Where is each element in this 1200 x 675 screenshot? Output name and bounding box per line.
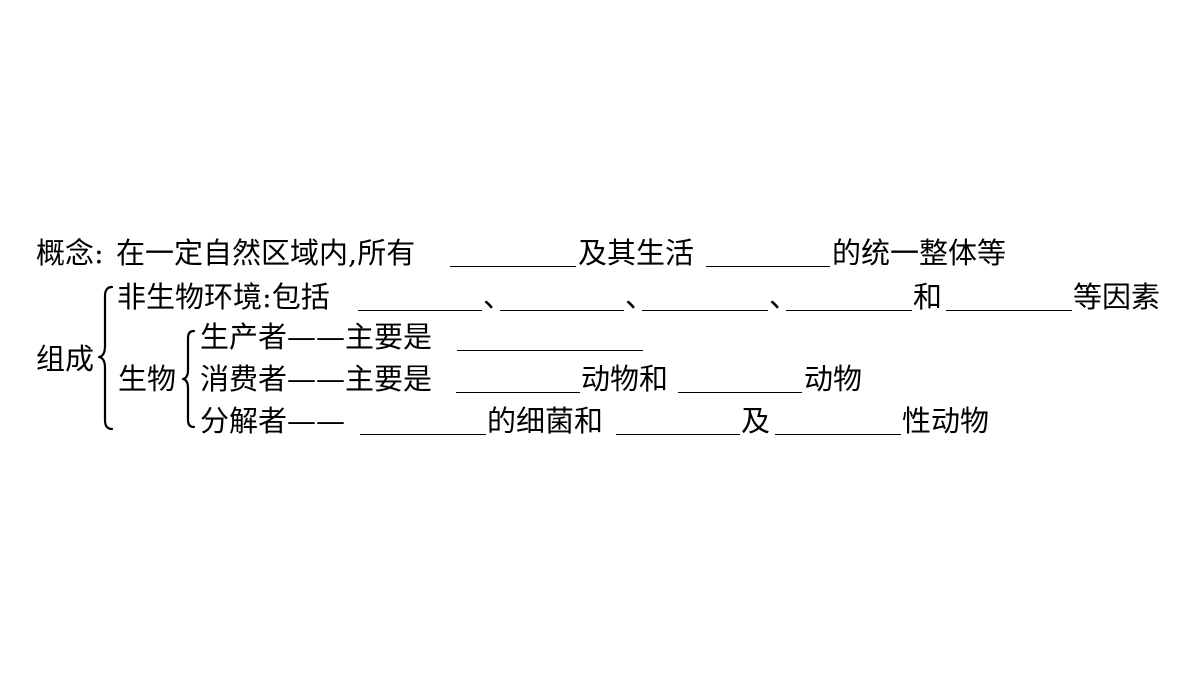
decomposer-label: 分解者——	[200, 404, 346, 438]
decomposer-mid-1: 的细菌和	[487, 404, 604, 438]
concept-text-3: 的统一整体等	[832, 236, 1007, 270]
concept-label: 概念:	[36, 236, 104, 270]
composition-brace	[97, 285, 114, 431]
concept-blank-1[interactable]	[450, 266, 576, 267]
abiotic-tail: 等因素	[1073, 280, 1161, 314]
consumer-tail: 动物	[804, 362, 863, 396]
decomposer-tail: 性动物	[902, 404, 990, 438]
decomposer-blank-1[interactable]	[360, 434, 486, 435]
abiotic-blank-2[interactable]	[500, 310, 624, 311]
abiotic-sep-2: 、	[625, 280, 655, 314]
consumer-label: 消费者——主要是	[200, 362, 433, 396]
abiotic-blank-1[interactable]	[358, 310, 482, 311]
concept-text-2: 及其生活	[578, 236, 695, 270]
abiotic-sep-1: 、	[483, 280, 513, 314]
producer-blank[interactable]	[457, 350, 643, 351]
composition-label: 组成	[36, 342, 95, 376]
abiotic-label: 非生物环境:包括	[117, 280, 330, 314]
abiotic-and: 和	[913, 280, 943, 314]
consumer-blank-2[interactable]	[678, 392, 802, 393]
decomposer-blank-3[interactable]	[775, 434, 901, 435]
abiotic-blank-3[interactable]	[642, 310, 768, 311]
decomposer-mid-2: 及	[741, 404, 771, 438]
consumer-mid: 动物和	[581, 362, 669, 396]
decomposer-blank-2[interactable]	[616, 434, 740, 435]
concept-text-1: 在一定自然区域内,所有	[116, 236, 416, 270]
concept-blank-2[interactable]	[706, 266, 830, 267]
biotic-label: 生物	[118, 362, 177, 396]
consumer-blank-1[interactable]	[456, 392, 580, 393]
abiotic-blank-5[interactable]	[946, 310, 1072, 311]
producer-label: 生产者——主要是	[200, 320, 433, 354]
abiotic-blank-4[interactable]	[786, 310, 912, 311]
abiotic-sep-3: 、	[769, 280, 799, 314]
biotic-brace	[181, 329, 196, 429]
